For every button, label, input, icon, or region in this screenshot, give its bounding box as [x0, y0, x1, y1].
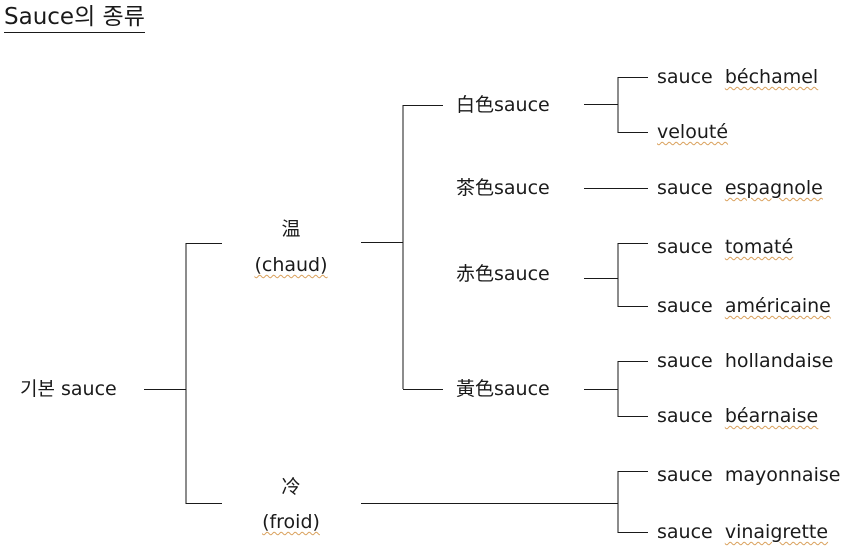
- family-white: 白色sauce: [456, 94, 550, 116]
- family-brown: 茶色sauce: [456, 177, 550, 199]
- sauce-item: velouté: [657, 121, 728, 143]
- sauce-prefix: sauce: [657, 236, 713, 258]
- page-title: Sauce의 종류: [4, 3, 145, 33]
- sauce-name: velouté: [657, 121, 729, 143]
- sauce-name: espagnole: [724, 177, 823, 199]
- sauce-name: tomaté: [724, 236, 794, 258]
- sauce-prefix: sauce: [657, 405, 713, 427]
- sauce-item: sauce mayonnaise: [657, 464, 840, 486]
- cold-label: (froid): [262, 511, 320, 533]
- sauce-prefix: sauce: [657, 521, 713, 543]
- sauce-item: sauce vinaigrette: [657, 521, 828, 543]
- root-label: 기본 sauce: [20, 378, 117, 400]
- sauce-prefix: sauce: [657, 350, 713, 372]
- sauce-name: mayonnaise: [724, 464, 841, 486]
- family-yellow: 黃色sauce: [456, 378, 550, 400]
- sauce-item: sauce espagnole: [657, 177, 823, 199]
- sauce-item: sauce tomaté: [657, 236, 793, 258]
- sauce-item: sauce hollandaise: [657, 350, 833, 372]
- sauce-name: béarnaise: [724, 405, 819, 427]
- sauce-name: béchamel: [724, 66, 819, 88]
- sauce-item: sauce béchamel: [657, 66, 818, 88]
- warm-hanja: 温: [281, 218, 301, 240]
- sauce-item: sauce béarnaise: [657, 405, 818, 427]
- sauce-name: vinaigrette: [724, 521, 829, 543]
- sauce-name: américaine: [724, 295, 831, 317]
- sauce-item: sauce américaine: [657, 295, 831, 317]
- sauce-prefix: sauce: [657, 66, 713, 88]
- sauce-prefix: sauce: [657, 177, 713, 199]
- family-red: 赤色sauce: [456, 263, 550, 285]
- sauce-prefix: sauce: [657, 295, 713, 317]
- cold-hanja: 冷: [281, 476, 301, 498]
- sauce-prefix: sauce: [657, 464, 713, 486]
- warm-label: (chaud): [254, 254, 328, 276]
- sauce-name: hollandaise: [724, 350, 834, 372]
